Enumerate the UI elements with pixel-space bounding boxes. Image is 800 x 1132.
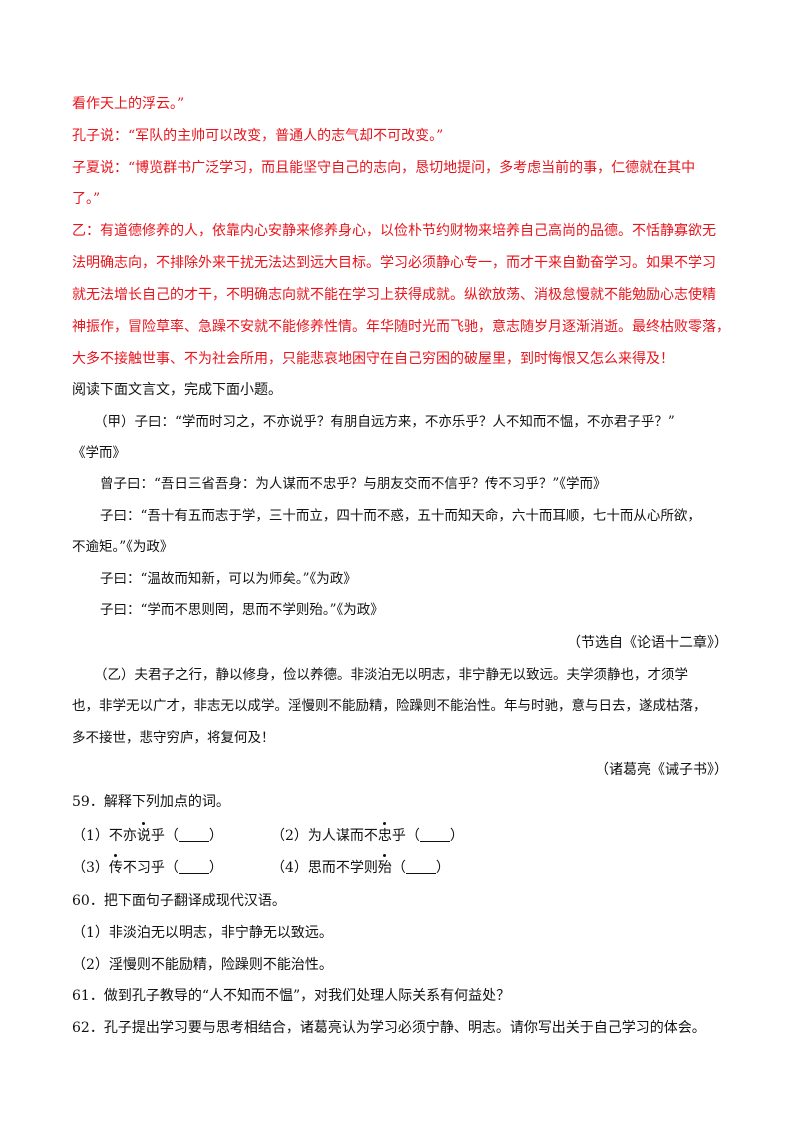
translation-line-3: 子夏说：“博览群书广泛学习，而且能坚守自己的志向，恳切地提问，多考虑当前的事，仁… bbox=[72, 160, 696, 176]
question-60-sentence-1: （1）非淡泊无以明志，非宁静无以致远。 bbox=[72, 925, 333, 941]
item-1-suffix: 乎（ bbox=[150, 828, 179, 844]
answer-blank-4[interactable] bbox=[405, 859, 436, 874]
item-2-prefix: （2）为人谋而不 bbox=[271, 828, 378, 844]
translation-line-1: 看作天上的浮云。” bbox=[72, 96, 185, 112]
question-61: 61．做到孔子教导的“人不知而不愠”，对我们处理人际关系有何益处？ bbox=[72, 988, 511, 1004]
passage-a-source: （节选自《论语十二章》） bbox=[567, 635, 728, 651]
passage-b-line-3: 多不接世，悲守穷庐，将复何及！ bbox=[72, 730, 275, 746]
passage-a-paragraph-3-cont: 不逾矩。”《为政》 bbox=[72, 539, 174, 555]
dotted-word-1: 说 bbox=[136, 822, 151, 844]
passage-a-paragraph-4: 子曰：“温故而知新，可以为师矣。”《为政》 bbox=[100, 571, 357, 587]
question-59-item-3: （3）传不习乎（ ） bbox=[72, 854, 223, 878]
item-1-prefix: （1）不亦 bbox=[72, 828, 137, 844]
item-3-suffix: 不习乎（ bbox=[122, 860, 179, 876]
question-59-item-1: （1）不亦说乎（ ） bbox=[72, 822, 223, 846]
item-4-prefix: （4）思而不学则 bbox=[271, 860, 378, 876]
passage-b-line-1: （乙）夫君子之行，静以修身，俭以养德。非淡泊无以明志，非宁静无以致远。夫学须静也… bbox=[94, 667, 688, 683]
question-60-title: 60．把下面句子翻译成现代汉语。 bbox=[72, 893, 286, 909]
passage-b-source: （诸葛亮《诫子书》） bbox=[595, 762, 728, 778]
item-2-close: ） bbox=[449, 828, 464, 844]
item-4-suffix: （ bbox=[391, 860, 406, 876]
item-1-close: ） bbox=[208, 828, 223, 844]
question-59-item-2: （2）为人谋而不忠乎（ ） bbox=[271, 822, 464, 846]
answer-blank-2[interactable] bbox=[419, 827, 450, 842]
item-3-prefix: （3） bbox=[72, 860, 109, 876]
answer-blank-3[interactable] bbox=[178, 859, 209, 874]
passage-b-line-2: 也，非学无以广才，非志无以成学。淫慢则不能励精，险躁则不能治性。年与时驰，意与日… bbox=[72, 698, 707, 714]
translation-line-9: 大多不接触世事、不为社会所用，只能悲哀地困守在自己穷困的破屋里，到时悔恨又怎么来… bbox=[72, 351, 674, 367]
question-59-title: 59．解释下列加点的词。 bbox=[72, 794, 230, 810]
question-62: 62．孔子提出学习要与思考相结合，诸葛亮认为学习必须宁静、明志。请你写出关于自己… bbox=[72, 1020, 706, 1036]
passage-a-paragraph-5: 子曰：“学而不思则罔，思而不学则殆。”《为政》 bbox=[100, 602, 384, 618]
answer-blank-1[interactable] bbox=[178, 827, 209, 842]
passage-a-paragraph-2: 曾子曰：“吾日三省吾身：为人谋而不忠乎？与朋友交而不信乎？传不习乎？”《学而》 bbox=[100, 476, 607, 492]
question-59-item-4: （4）思而不学则殆（ ） bbox=[271, 854, 450, 878]
translation-line-8: 神振作，冒险草率、急躁不安就不能修养性情。年华随时光而飞驰，意志随岁月逐渐消逝。… bbox=[72, 319, 730, 335]
passage-a-paragraph-1: （甲）子曰：“学而时习之，不亦说乎？有朋自远方来，不亦乐乎？人不知而不愠，不亦君… bbox=[94, 414, 675, 430]
dotted-word-3: 传 bbox=[108, 854, 123, 876]
dotted-word-4: 殆 bbox=[377, 854, 392, 876]
translation-line-6: 法明确志向，不排除外来干扰无法达到远大目标。学习必须静心专一，而才干来自勤奋学习… bbox=[72, 255, 716, 271]
translation-line-7: 就无法增长自己的才干，不明确志向就不能在学习上获得成就。纵欲放荡、消极怠慢就不能… bbox=[72, 287, 716, 303]
translation-line-5: 乙：有道德修养的人，依靠内心安静来修养身心，以俭朴节约财物来培养自己高尚的品德。… bbox=[72, 223, 716, 239]
dotted-word-2: 忠 bbox=[377, 822, 392, 844]
translation-line-4: 了。” bbox=[72, 191, 101, 207]
translation-line-2: 孔子说：“军队的主帅可以改变，普通人的志气却不可改变。” bbox=[72, 128, 444, 144]
reading-instruction: 阅读下面文言文，完成下面小题。 bbox=[72, 382, 282, 398]
passage-a-paragraph-3: 子曰：“吾十有五而志于学，三十而立，四十而不惑，五十而知天命，六十而耳顺，七十而… bbox=[100, 508, 701, 524]
item-4-close: ） bbox=[435, 860, 450, 876]
item-2-suffix: 乎（ bbox=[391, 828, 420, 844]
item-3-close: ） bbox=[208, 860, 223, 876]
question-60-sentence-2: （2）淫慢则不能励精，险躁则不能治性。 bbox=[72, 957, 333, 973]
passage-a-paragraph-1-source: 《学而》 bbox=[72, 445, 126, 461]
